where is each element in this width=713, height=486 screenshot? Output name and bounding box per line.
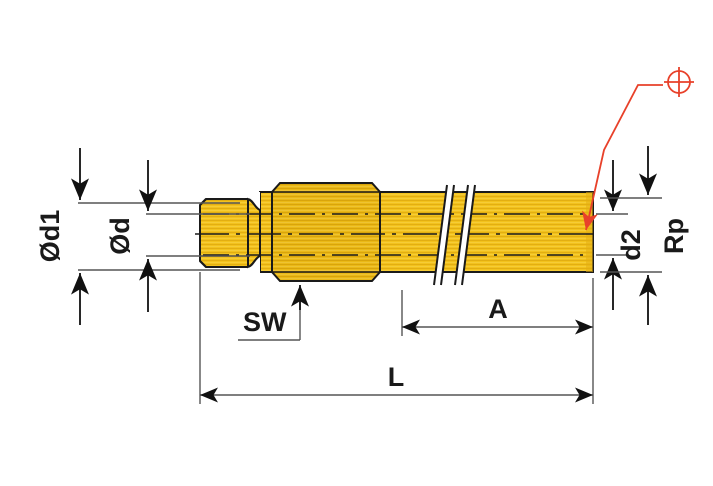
plug-collar-block [259,191,273,273]
dimension-label-d: Ød [105,217,135,255]
break-gap-b [455,185,475,285]
dimension-d2: d2 [596,160,646,310]
dimension-l: L [199,272,594,404]
dimension-a: A [401,278,594,336]
dimension-label-d1: Ød1 [35,210,65,263]
dimension-d: Ød [105,160,250,312]
dimension-label-a: A [488,294,508,324]
dimension-label-sw: SW [243,307,287,337]
leader-polyline [582,84,663,231]
chamfer-top [199,198,207,206]
hex-body [271,182,381,282]
break-stroke-2 [440,184,455,286]
plug-shank [199,198,249,268]
groove-void-bottom [248,256,260,274]
crosshair-target-icon [664,67,694,97]
dimension-sw: SW [238,285,309,341]
break-line-symbol [433,184,476,286]
plug-nipple [199,191,273,274]
dimension-d1: Ød1 [35,148,240,325]
groove-bottom-curve-2 [247,255,261,268]
break-stroke-4 [461,184,476,286]
dimension-rp: Rp [600,146,689,325]
break-stroke-3 [454,184,469,286]
hex-body-outline [271,182,381,282]
tube-body [379,191,594,273]
tube-section [379,191,594,273]
callout-leader [582,67,694,231]
part-geometry [195,182,600,286]
groove-void-top [248,192,260,210]
chamfer-bottom [199,260,207,268]
dimension-label-rp: Rp [659,218,689,254]
dimension-label-l: L [388,362,405,392]
groove-top-curve-2 [247,198,261,211]
break-gap-a [434,185,454,285]
dimension-label-d2: d2 [616,229,646,261]
break-stroke-1 [433,184,448,286]
internal-feature-lines [195,213,600,256]
